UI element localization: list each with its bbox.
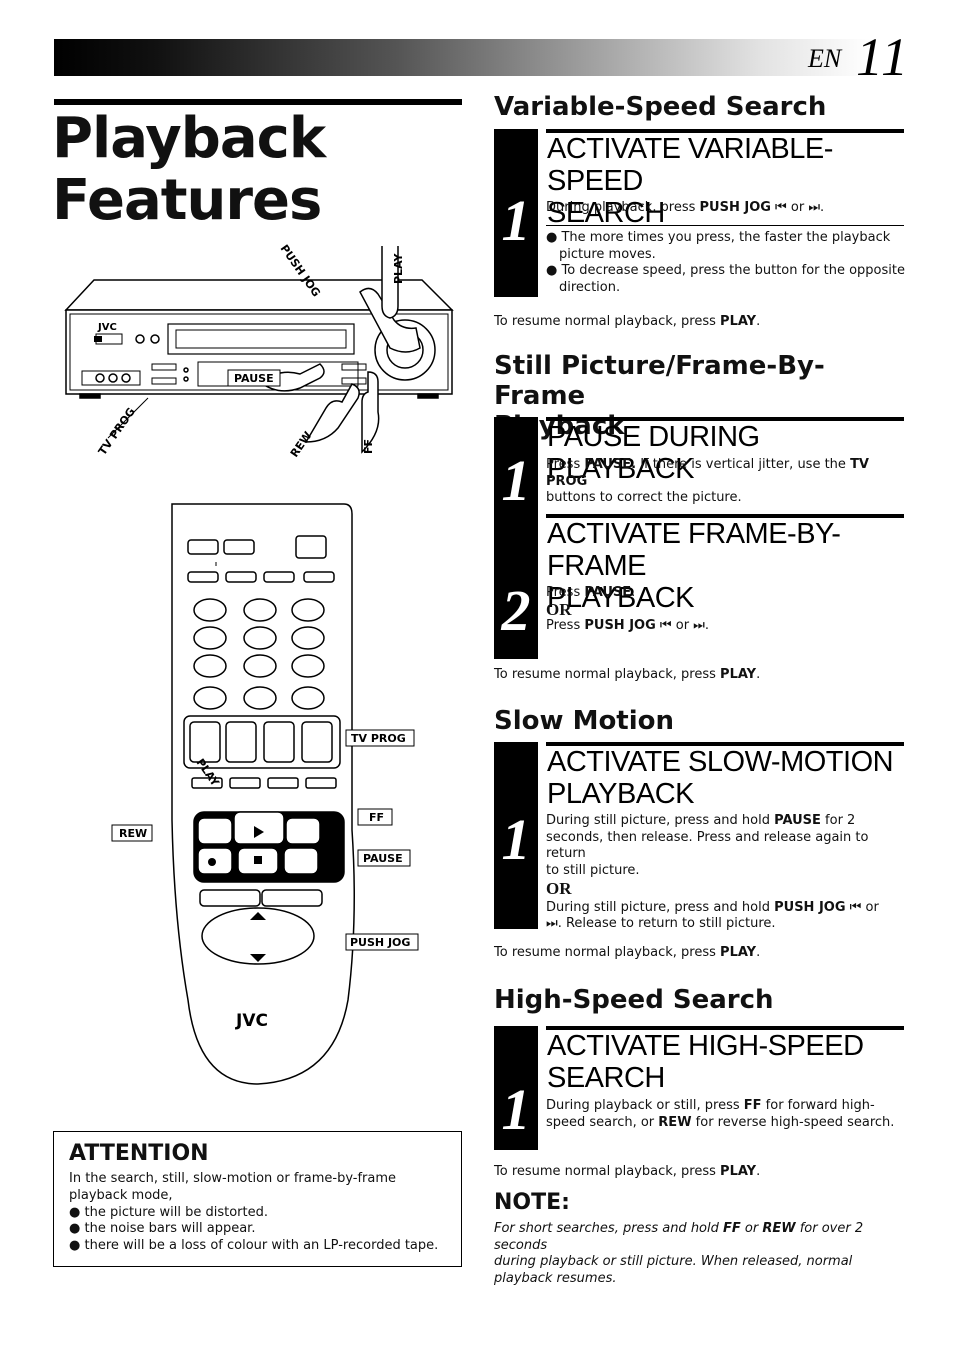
page-number: 11 (856, 27, 910, 87)
note-body: For short searches, press and hold FF or… (494, 1221, 864, 1286)
vcr-pause-label: PAUSE (234, 372, 274, 385)
section-heading-still: Still Picture/Frame-By-Frame Playback (494, 351, 825, 441)
step-rule (546, 129, 904, 133)
remote-brand: JVC (235, 1011, 268, 1031)
step-text: During playback or still, press FF for f… (546, 1098, 895, 1130)
vcr-play-label: PLAY (392, 252, 405, 284)
variable-step-1: 1 ACTIVATE VARIABLE-SPEED SEARCH During … (494, 129, 905, 297)
or-label: OR (546, 879, 572, 898)
attention-body: In the search, still, slow-motion or fra… (69, 1171, 454, 1255)
attention-line: playback mode, (69, 1187, 173, 1203)
step-number-box: 1 (494, 742, 538, 929)
high-step-1: 1 ACTIVATE HIGH-SPEED SEARCH During play… (494, 1026, 904, 1150)
section-heading-variable: Variable-Speed Search (494, 92, 827, 122)
step-divider (546, 225, 904, 226)
note-title: NOTE: (494, 1190, 570, 1215)
step-title: ACTIVATE FRAME-BY-FRAME PLAYBACK (547, 518, 841, 614)
step-text: During still picture, press and hold PAU… (546, 813, 908, 933)
header-bar (54, 39, 914, 76)
attention-bullet: ● the picture will be distorted. (69, 1204, 268, 1220)
vcr-illustration: JVC PAUSE PUSH JOG PLAY TV PROG REW FF (64, 242, 454, 460)
vcr-ff-label: FF (362, 439, 375, 454)
remote-pause-label: PAUSE (363, 852, 403, 865)
vcr-tv-prog-label: TV PROG (96, 405, 138, 457)
step-text: During playback, press PUSH JOG ⏮ or ⏭. (546, 200, 825, 215)
step-rule (546, 1026, 904, 1030)
resume-text: To resume normal playback, press PLAY. (494, 1164, 761, 1179)
bullet-item: ● The more times you press, the faster t… (546, 230, 891, 245)
remote-ff-label: FF (369, 811, 384, 824)
resume-text: To resume normal playback, press PLAY. (494, 945, 761, 960)
bullet-item: ● To decrease speed, press the button fo… (546, 263, 905, 278)
step-text: Press PAUSE. If there is vertical jitter… (546, 457, 869, 505)
slow-step-1: 1 ACTIVATE SLOW-MOTION PLAYBACK During s… (494, 742, 904, 931)
remote-tv-prog-label: TV PROG (351, 732, 406, 745)
page-language: EN (808, 44, 842, 73)
step-number-box: 1 (494, 129, 538, 297)
attention-box: ATTENTION In the search, still, slow-mot… (53, 1131, 462, 1267)
step-number-box: 1 2 (494, 417, 538, 659)
resume-text: To resume normal playback, press PLAY. (494, 314, 761, 329)
step-title: PAUSE DURING PLAYBACK (547, 421, 760, 485)
attention-bullet: ● the noise bars will appear. (69, 1221, 256, 1237)
section-heading-slow: Slow Motion (494, 706, 675, 736)
vcr-brand: JVC (97, 322, 117, 333)
remote-push-jog-label: PUSH JOG (350, 936, 410, 949)
step-number-box: 1 (494, 1026, 538, 1150)
resume-text: To resume normal playback, press PLAY. (494, 667, 761, 682)
step-rule (546, 417, 904, 421)
or-label: OR (546, 599, 572, 619)
step-title: ACTIVATE HIGH-SPEED SEARCH (547, 1030, 864, 1094)
remote-rew-label: REW (119, 827, 147, 840)
attention-bullet: ● there will be a loss of colour with an… (69, 1238, 439, 1254)
page-title-line2: Features (52, 168, 322, 233)
step-title: ACTIVATE VARIABLE-SPEED SEARCH (547, 133, 833, 229)
page-title-line1: Playback (52, 106, 326, 171)
step-rule (546, 742, 904, 746)
section-heading-high: High-Speed Search (494, 985, 774, 1015)
page-title: Playback Features (52, 108, 462, 232)
attention-line: In the search, still, slow-motion or fra… (69, 1171, 397, 1186)
step-rule (546, 514, 904, 518)
remote-illustration: TV PROG PLAY REW FF PAUSE PUSH JOG JVC (111, 503, 419, 1085)
still-steps: 1 2 PAUSE DURING PLAYBACK Press PAUSE. I… (494, 417, 904, 659)
step-bullets: ● The more times you press, the faster t… (546, 230, 905, 295)
step-title: ACTIVATE SLOW-MOTION PLAYBACK (547, 746, 894, 810)
attention-title: ATTENTION (69, 1141, 209, 1166)
step-text: Press PAUSE. OR Press PUSH JOG ⏮ or ⏭. (546, 585, 906, 635)
title-rule (54, 99, 462, 105)
